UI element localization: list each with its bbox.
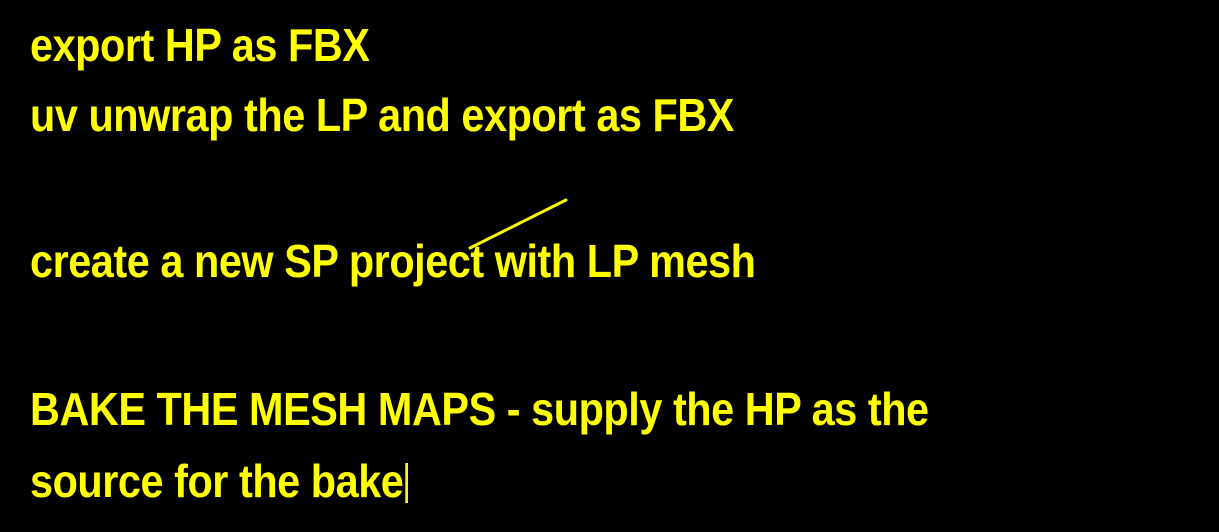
note-line-bake-source: source for the bake xyxy=(30,458,408,504)
note-line-bake-source-text: source for the bake xyxy=(30,455,404,507)
note-line-export-hp: export HP as FBX xyxy=(30,19,370,71)
note-line-bake-mesh-maps: BAKE THE MESH MAPS - supply the HP as th… xyxy=(30,383,929,435)
note-line-create-project: create a new SP project with LP mesh xyxy=(30,235,756,287)
note-line-uv-unwrap: uv unwrap the LP and export as FBX xyxy=(30,89,734,141)
text-cursor xyxy=(405,463,408,503)
